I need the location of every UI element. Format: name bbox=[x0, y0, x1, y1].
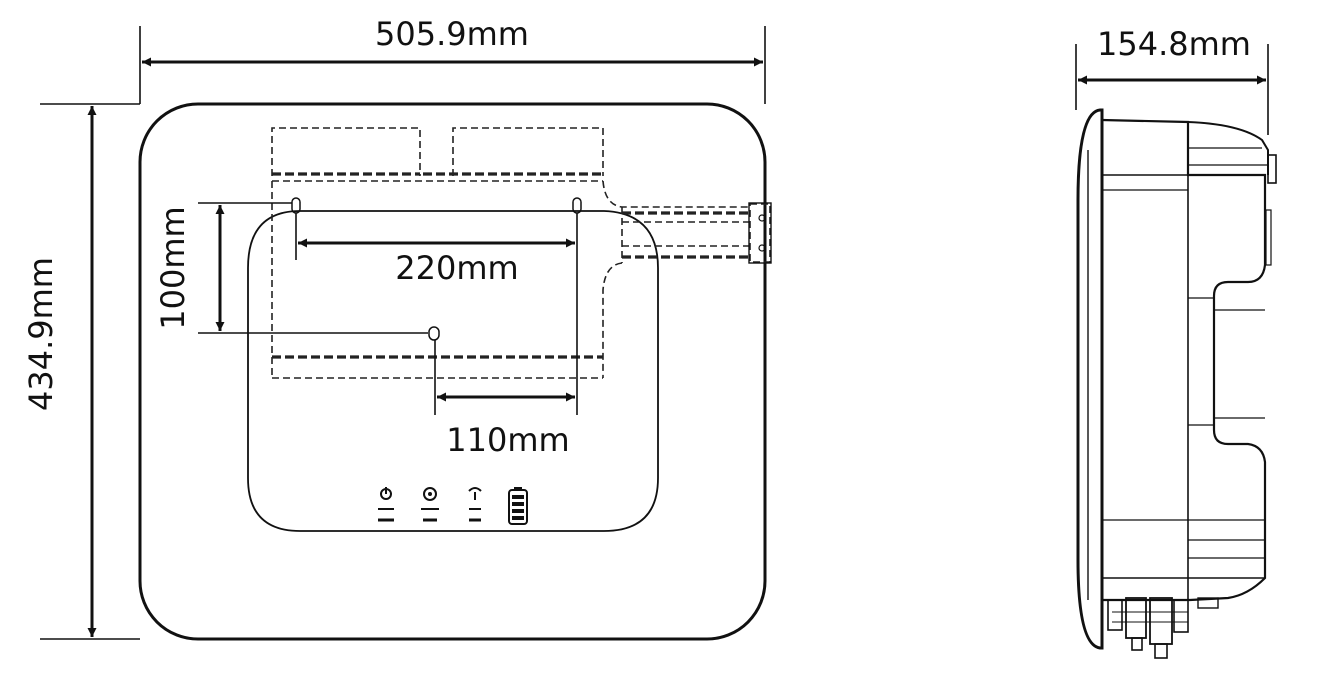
depth-dimension: 154.8mm bbox=[1075, 25, 1269, 135]
horizontal-spacing-dimension: 220mm bbox=[295, 213, 578, 415]
mounting-bracket-outline bbox=[271, 127, 772, 379]
depth-label: 154.8mm bbox=[1097, 25, 1251, 63]
indicator-panel bbox=[378, 487, 528, 525]
side-bottom-connectors bbox=[1107, 597, 1219, 659]
side-view: 154.8mm bbox=[1075, 25, 1277, 659]
width-label: 505.9mm bbox=[375, 15, 529, 53]
vertical-spacing-dimension: 100mm bbox=[154, 202, 428, 334]
vertical-spacing-label: 100mm bbox=[154, 206, 192, 329]
circle-icon bbox=[421, 487, 439, 522]
front-housing-outline bbox=[138, 102, 767, 641]
width-dimension: 505.9mm bbox=[139, 15, 766, 104]
battery-icon bbox=[508, 487, 528, 525]
mounting-hole bbox=[428, 326, 440, 341]
front-inner-panel bbox=[247, 210, 659, 532]
side-top-cap bbox=[1187, 121, 1269, 175]
height-dimension: 434.9mm bbox=[22, 103, 140, 640]
offset-spacing-dimension: 110mm bbox=[434, 340, 575, 459]
height-label: 434.9mm bbox=[22, 257, 60, 411]
side-body-outline bbox=[1101, 118, 1267, 602]
horizontal-spacing-label: 220mm bbox=[395, 249, 518, 287]
mounting-holes bbox=[291, 197, 582, 341]
front-view: 505.9mm 434.9mm 100mm 220mm 110mm bbox=[22, 15, 772, 641]
offset-spacing-label: 110mm bbox=[446, 421, 569, 459]
power-icon bbox=[378, 487, 394, 522]
wifi-icon bbox=[468, 487, 482, 522]
side-front-panel bbox=[1076, 108, 1104, 650]
